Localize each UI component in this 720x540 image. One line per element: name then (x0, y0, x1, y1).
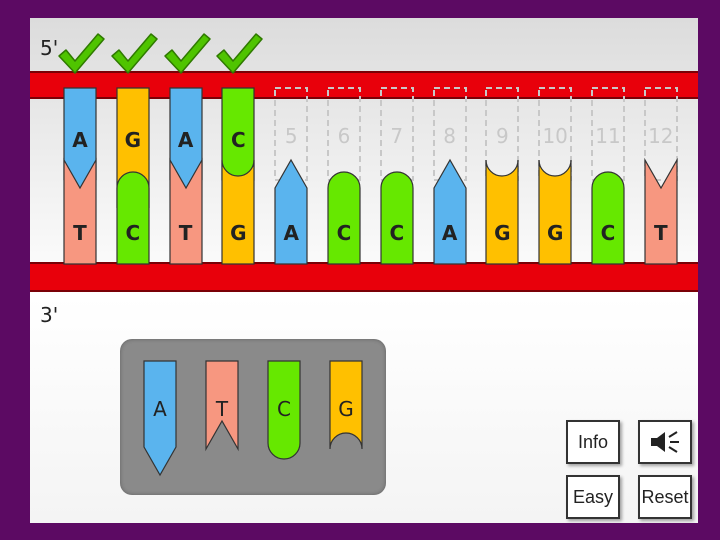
slot-number: 5 (269, 124, 313, 148)
bottom-base-letter: C (113, 221, 153, 245)
bottom-base-letter: C (324, 221, 364, 245)
bottom-base-adenine[interactable] (275, 160, 307, 264)
top-base-letter: A (166, 128, 206, 152)
bottom-base-cytosine (117, 172, 149, 264)
speaker-icon (648, 429, 682, 455)
top-base-letter: A (60, 128, 100, 152)
bottom-base-letter: C (377, 221, 417, 245)
bottom-base-guanine (222, 160, 254, 264)
bottom-base-cytosine[interactable] (328, 172, 360, 264)
reset-button[interactable]: Reset (638, 475, 692, 519)
sound-button[interactable] (638, 420, 692, 464)
bottom-base-guanine[interactable] (486, 160, 518, 264)
bottom-base-letter: G (482, 221, 522, 245)
palette-letter: A (140, 397, 180, 421)
bottom-base-letter: G (218, 221, 258, 245)
bottom-base-letter: T (641, 221, 681, 245)
slot-number: 7 (375, 124, 419, 148)
palette-letter: G (326, 397, 366, 421)
slot-number: 10 (533, 124, 577, 148)
bottom-base-letter: A (271, 221, 311, 245)
bottom-base-letter: C (588, 221, 628, 245)
slot-number: 8 (428, 124, 472, 148)
palette-letter: T (202, 397, 242, 421)
checkmark-icon (162, 30, 212, 80)
top-base-letter: G (113, 128, 153, 152)
bottom-base-cytosine[interactable] (592, 172, 624, 264)
checkmark-icon (214, 30, 264, 80)
info-button[interactable]: Info (566, 420, 620, 464)
bottom-base-letter: G (535, 221, 575, 245)
bottom-base-guanine[interactable] (539, 160, 571, 264)
palette-letter: C (264, 397, 304, 421)
bottom-base-letter: A (430, 221, 470, 245)
slot-number: 6 (322, 124, 366, 148)
bottom-base-letter: T (166, 221, 206, 245)
bottom-base-thymine[interactable] (645, 160, 677, 264)
checkmark-icon (109, 30, 159, 80)
slot-number: 11 (586, 124, 630, 148)
top-base-letter: C (218, 128, 258, 152)
three-prime-label: 3' (40, 303, 58, 327)
checkmark-icon (56, 30, 106, 80)
slot-number: 9 (480, 124, 524, 148)
slot-number: 12 (639, 124, 683, 148)
bottom-base-adenine[interactable] (434, 160, 466, 264)
easy-button[interactable]: Easy (566, 475, 620, 519)
bottom-base-cytosine[interactable] (381, 172, 413, 264)
bottom-base-letter: T (60, 221, 100, 245)
